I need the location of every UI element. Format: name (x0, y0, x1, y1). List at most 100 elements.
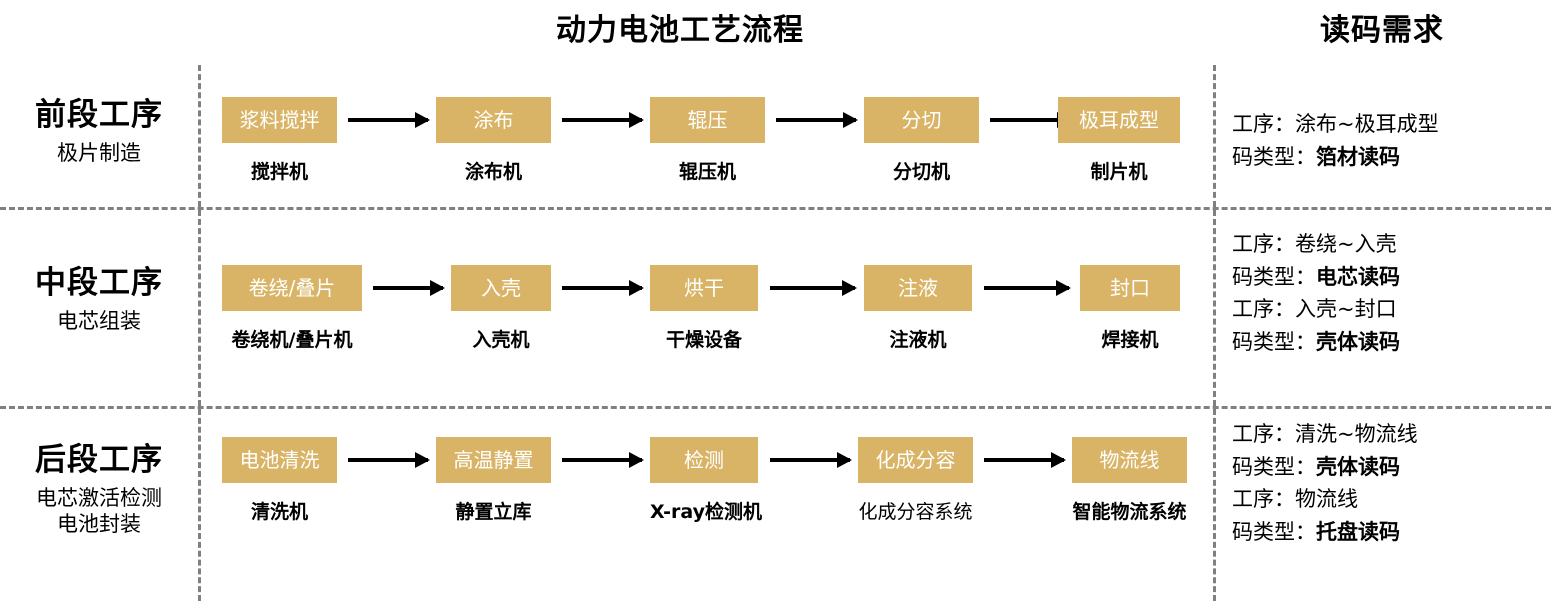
left-column-divider-row1 (198, 65, 201, 207)
flow-node-coating[interactable]: 涂布 涂布机 (436, 97, 551, 184)
right-column-divider-row2 (1213, 210, 1216, 406)
stage-name-back: 后段工序 (35, 442, 163, 478)
flow-arrow-icon (562, 112, 644, 128)
flow-node-casing[interactable]: 入壳 入壳机 (451, 265, 551, 352)
flow-node-electrolyte-filling[interactable]: 注液 注液机 (864, 265, 972, 352)
stage-name-middle: 中段工序 (35, 265, 163, 301)
stage-label-back: 后段工序 电芯激活检测 电池封装 (0, 442, 198, 537)
flow-node-drying[interactable]: 烘干 干燥设备 (650, 265, 758, 352)
flow-node-caption: 分切机 (892, 161, 950, 183)
requirement-line: 码类型：箔材读码 (1232, 141, 1551, 174)
flow-node-sealing[interactable]: 封口 焊接机 (1080, 265, 1180, 352)
stage-label-middle: 中段工序 电芯组装 (0, 265, 198, 334)
flow-node-box-label: 卷绕/叠片 (222, 265, 362, 311)
flow-node-caption: 焊接机 (1101, 329, 1159, 351)
requirement-line: 工序：入壳~封口 (1232, 293, 1551, 326)
flow-node-caption: 化成分容系统 (858, 501, 973, 523)
flow-node-box-label: 检测 (650, 437, 758, 483)
flow-row-front: 浆料搅拌 搅拌机 涂布 涂布机 辊压 辊压机 分切 分切机 极耳成型 制片机 (198, 97, 1213, 227)
requirement-label: 码类型： (1232, 144, 1316, 169)
requirement-label: 工序： (1232, 232, 1295, 256)
flow-node-box-label: 入壳 (451, 265, 551, 311)
flow-node-inspection[interactable]: 检测 X-ray检测机 (650, 437, 762, 524)
requirement-line: 工序：卷绕~入壳 (1232, 228, 1551, 261)
requirement-line: 码类型：托盘读码 (1232, 516, 1551, 549)
flow-node-logistics-line[interactable]: 物流线 智能物流系统 (1072, 437, 1187, 524)
requirement-line: 工序：清洗~物流线 (1232, 418, 1551, 451)
requirement-value: 入壳~封口 (1295, 297, 1397, 322)
row-divider-2 (0, 406, 1551, 409)
flow-node-box-label: 浆料搅拌 (222, 97, 337, 143)
flow-node-formation-grading[interactable]: 化成分容 化成分容系统 (858, 437, 973, 524)
flow-node-slitting[interactable]: 分切 分切机 (864, 97, 979, 184)
flow-node-caption: 入壳机 (472, 329, 530, 351)
stage-sub-front: 极片制造 (57, 140, 141, 165)
requirement-value: 物流线 (1295, 487, 1358, 512)
flow-arrow-icon (984, 452, 1066, 468)
flow-arrow-icon (776, 112, 858, 128)
requirement-block-front: 工序：涂布~极耳成型 码类型：箔材读码 (1232, 108, 1551, 173)
requirement-line: 码类型：壳体读码 (1232, 326, 1551, 359)
right-column-divider-row3 (1213, 409, 1216, 601)
flow-node-caption: 卷绕机/叠片机 (231, 329, 353, 351)
flow-arrow-icon (984, 280, 1071, 296)
flow-node-battery-cleaning[interactable]: 电池清洗 清洗机 (222, 437, 337, 524)
process-flow-title: 动力电池工艺流程 (556, 13, 804, 48)
row-divider-1 (0, 207, 1551, 210)
flow-node-caption: 辊压机 (678, 161, 736, 183)
requirement-block-back: 工序：清洗~物流线 码类型：壳体读码 工序：物流线 码类型：托盘读码 (1232, 418, 1551, 548)
flow-node-box-label: 烘干 (650, 265, 758, 311)
stage-sub-back: 电芯激活检测 电池封装 (36, 485, 162, 536)
flow-node-box-label: 涂布 (436, 97, 551, 143)
flow-arrow-icon (770, 280, 857, 296)
flow-arrow-icon (562, 280, 644, 296)
flow-node-caption: 静置立库 (455, 501, 532, 523)
flow-node-box-label: 高温静置 (436, 437, 551, 483)
requirement-label: 码类型： (1232, 264, 1316, 289)
flow-node-caption: 涂布机 (464, 161, 522, 183)
flow-node-caption: 清洗机 (250, 501, 308, 523)
requirement-value: 箔材读码 (1316, 144, 1400, 169)
flow-node-caption: 干燥设备 (665, 329, 742, 351)
flow-node-box-label: 分切 (864, 97, 979, 143)
flow-node-winding-stacking[interactable]: 卷绕/叠片 卷绕机/叠片机 (222, 265, 362, 352)
flow-node-caption: 智能物流系统 (1072, 501, 1187, 523)
requirement-line: 码类型：电芯读码 (1232, 261, 1551, 294)
requirement-label: 工序： (1232, 422, 1295, 446)
requirement-label: 码类型： (1232, 519, 1316, 544)
flow-arrow-icon (562, 452, 644, 468)
flow-node-caption: X-ray检测机 (650, 501, 762, 523)
flow-arrow-icon (348, 452, 430, 468)
requirement-label: 工序： (1232, 112, 1295, 136)
flow-node-caption: 制片机 (1090, 161, 1148, 183)
flow-node-box-label: 电池清洗 (222, 437, 337, 483)
flow-node-tab-forming[interactable]: 极耳成型 制片机 (1058, 97, 1180, 184)
requirement-line: 工序：涂布~极耳成型 (1232, 108, 1551, 141)
flow-arrow-icon (373, 280, 445, 296)
flow-node-high-temp-resting[interactable]: 高温静置 静置立库 (436, 437, 551, 524)
flow-node-box-label: 注液 (864, 265, 972, 311)
requirement-line: 码类型：壳体读码 (1232, 451, 1551, 484)
flow-node-slurry-mixing[interactable]: 浆料搅拌 搅拌机 (222, 97, 337, 184)
requirement-label: 工序： (1232, 297, 1295, 322)
left-column-divider-row3 (198, 409, 201, 601)
requirement-label: 码类型： (1232, 329, 1316, 354)
requirement-label: 工序： (1232, 487, 1295, 512)
requirement-value: 清洗~物流线 (1295, 422, 1418, 446)
flow-node-box-label: 辊压 (650, 97, 765, 143)
requirement-value: 卷绕~入壳 (1295, 232, 1397, 256)
stage-label-front: 前段工序 极片制造 (0, 97, 198, 166)
requirement-value: 托盘读码 (1316, 519, 1400, 544)
flow-row-back: 电池清洗 清洗机 高温静置 静置立库 检测 X-ray检测机 化成分容 化成分容… (198, 437, 1213, 567)
requirement-value: 涂布~极耳成型 (1295, 112, 1439, 136)
requirement-value: 壳体读码 (1316, 454, 1400, 479)
flow-row-middle: 卷绕/叠片 卷绕机/叠片机 入壳 入壳机 烘干 干燥设备 注液 注液机 封口 焊… (198, 265, 1213, 395)
flow-node-box-label: 化成分容 (858, 437, 973, 483)
flow-node-box-label: 封口 (1080, 265, 1180, 311)
stage-name-front: 前段工序 (35, 97, 163, 133)
left-column-divider-row2 (198, 210, 201, 406)
right-column-divider-row1 (1213, 65, 1216, 207)
requirement-value: 电芯读码 (1316, 264, 1400, 289)
flow-node-rolling[interactable]: 辊压 辊压机 (650, 97, 765, 184)
